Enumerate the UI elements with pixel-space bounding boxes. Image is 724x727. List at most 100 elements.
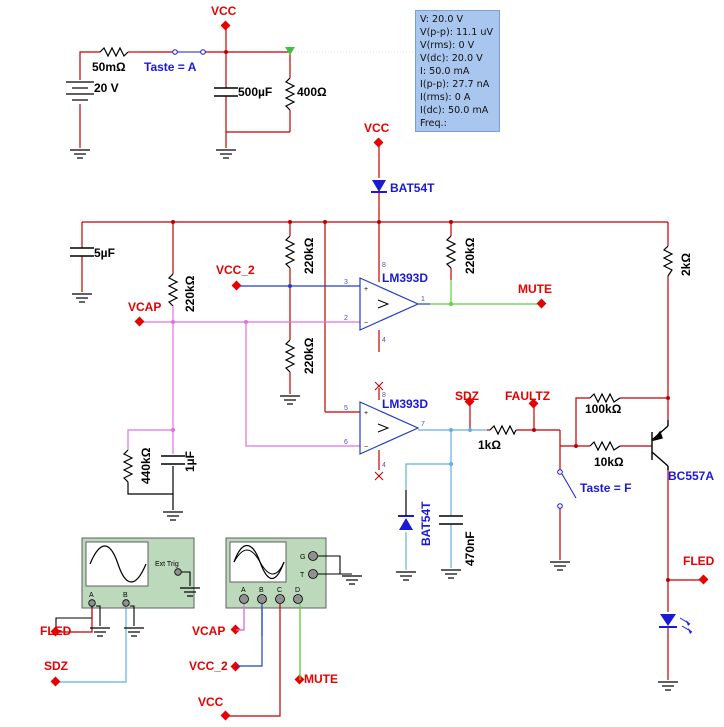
resistor-220k	[284, 235, 296, 269]
taste-a-label: Taste = A	[144, 60, 197, 74]
bat54t-label: BAT54T	[390, 181, 435, 195]
faultz-label: FAULTZ	[505, 389, 550, 403]
resistor-1k	[489, 424, 517, 436]
probe-current: I: 50.0 mA	[420, 66, 470, 77]
svg-text:−: −	[364, 320, 368, 327]
vcc-connector[interactable]	[220, 710, 231, 721]
r440k-label: 440kΩ	[139, 447, 153, 484]
resistor-220k	[284, 339, 296, 373]
nc-marks	[374, 381, 384, 481]
diode-bat54t	[398, 490, 414, 530]
oscilloscope-2ch[interactable]	[81, 537, 195, 609]
resistor-220k	[167, 273, 179, 307]
comparator-lm393d-1: + −	[359, 277, 430, 331]
probe-voltage-pp: V(p-p): 11.1 uV	[420, 27, 494, 38]
ground-symbol	[69, 149, 91, 159]
supply-section	[79, 25, 291, 148]
pin-number: 6	[344, 439, 348, 446]
faultz-connector[interactable]	[528, 398, 539, 409]
channel-a-label: A	[241, 587, 246, 594]
switch-taste-f[interactable]	[557, 469, 577, 509]
switch-taste-a[interactable]	[140, 49, 206, 55]
probe-current-pp: I(p-p): 27.7 nA	[420, 79, 490, 90]
sdz-connector[interactable]	[464, 396, 475, 407]
ground-symbol	[215, 149, 237, 159]
diode-bat54t	[371, 180, 387, 193]
vcap-label: VCAP	[192, 624, 225, 638]
mute-connector[interactable]	[536, 298, 547, 309]
sdz-label: SDZ	[455, 389, 479, 403]
r1k-label: 1kΩ	[478, 438, 501, 452]
mute-label: MUTE	[304, 672, 338, 686]
probe-voltage-dc: V(dc): 20.0 V	[420, 53, 483, 64]
probe-marker[interactable]	[285, 47, 295, 55]
pin-number: 4	[382, 337, 386, 344]
pin-number: 5	[344, 405, 348, 412]
vcc2-label: VCC_2	[189, 659, 228, 673]
vcap-connector[interactable]	[230, 624, 241, 635]
vcap-label: VCAP	[128, 300, 161, 314]
c470n-label: 470nF	[463, 531, 477, 566]
vcap-connector[interactable]	[134, 316, 145, 327]
bat54t-label: BAT54T	[419, 501, 433, 546]
pin-number: 2	[344, 315, 348, 322]
r220k-label: 220kΩ	[463, 237, 477, 274]
fled-label: FLED	[683, 554, 715, 568]
ground-symbol	[71, 293, 93, 303]
bc557a-label: BC557A	[668, 469, 714, 483]
vcc2-connector[interactable]	[230, 661, 241, 672]
probe-frequency: Freq.:	[420, 118, 447, 129]
channel-c-label: C	[277, 587, 282, 594]
ground-symbol	[440, 569, 462, 579]
svg-text:+: +	[364, 286, 368, 293]
comparator-lm393d-2: + −	[359, 401, 420, 455]
pin-number: 4	[382, 462, 386, 469]
pin-number: 1	[421, 296, 425, 303]
ground-symbol	[123, 627, 145, 637]
probe-voltage: V: 20.0 V	[420, 14, 464, 25]
channel-d-label: D	[295, 587, 300, 594]
resistor-50m	[99, 46, 129, 58]
pin-number: 8	[382, 262, 386, 269]
pin-number: 8	[382, 392, 386, 399]
svg-text:+: +	[364, 410, 368, 417]
fled-connector[interactable]	[698, 574, 709, 585]
ground-symbol	[395, 571, 417, 581]
vcc-connector[interactable]	[373, 137, 384, 148]
vcc-label: VCC	[211, 4, 237, 18]
r220k-label: 220kΩ	[302, 337, 316, 374]
c5u-label: 5µF	[94, 246, 115, 260]
capacitor-1u	[161, 455, 185, 465]
ground-symbol	[549, 561, 571, 571]
resistor-220k	[445, 235, 457, 269]
vcc2-connector[interactable]	[231, 280, 242, 291]
fled-connector[interactable]	[50, 626, 61, 637]
vcc-label: VCC	[198, 695, 224, 709]
led	[659, 614, 693, 634]
capacitor-470n	[439, 515, 463, 525]
ext-trig-label: Ext Trig	[155, 561, 179, 568]
junction-dot	[224, 50, 228, 54]
probe-voltage-rms: V(rms): 0 V	[420, 40, 475, 51]
battery-20v	[66, 81, 94, 101]
vcc2-label: VCC_2	[216, 263, 255, 277]
channel-b-label: B	[123, 592, 128, 599]
r400-label: 400Ω	[297, 85, 327, 99]
mute-wire	[299, 280, 540, 680]
channel-b-label: B	[259, 587, 264, 594]
r220k-label: 220kΩ	[183, 275, 197, 312]
probe-current-rms: I(rms): 0 A	[420, 92, 471, 103]
oscilloscope-4ch[interactable]	[225, 537, 327, 609]
ground-symbol	[279, 395, 301, 405]
resistor-2k	[662, 245, 674, 277]
r50m-label: 50mΩ	[92, 60, 126, 74]
sdz-connector[interactable]	[50, 676, 61, 687]
vcc-connector[interactable]	[220, 20, 231, 31]
capacitor-5u	[70, 247, 94, 257]
trigger-terminal-label: T	[300, 572, 305, 579]
mute-label: MUTE	[518, 282, 552, 296]
transistor-bc557a	[651, 420, 669, 470]
pin-number: 7	[421, 421, 425, 428]
pin-number: 3	[344, 279, 348, 286]
resistor-400	[284, 77, 296, 111]
